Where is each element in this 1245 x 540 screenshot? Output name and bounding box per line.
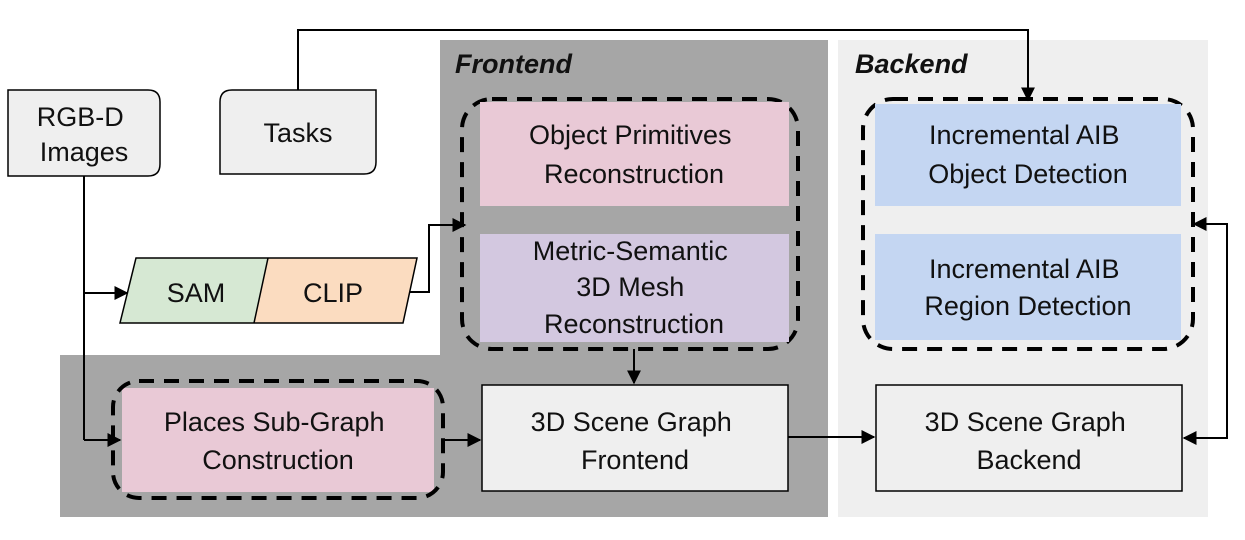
aib-object-detection-label: Incremental AIB Object Detection: [928, 120, 1128, 189]
aib-region-detection-label: Incremental AIB Region Detection: [924, 254, 1131, 321]
scene-graph-backend-node: [875, 384, 1183, 492]
aib-region-detection-node: [875, 234, 1181, 340]
frontend-section-title: Frontend: [455, 49, 572, 79]
metric-semantic-mesh-node: [480, 234, 789, 342]
object-primitives-label: Object Primitives Reconstruction: [529, 120, 739, 189]
edge-backend-loop: [1182, 217, 1228, 445]
sam-label: SAM: [167, 278, 226, 308]
rgbd-images-node: [7, 89, 161, 177]
tasks-node: [219, 89, 377, 175]
scene-graph-backend-label: 3D Scene Graph Backend: [925, 407, 1134, 475]
tasks-label: Tasks: [263, 118, 332, 148]
backend-section-title: Backend: [855, 49, 968, 79]
object-primitives-node: [480, 102, 789, 206]
scene-graph-frontend-label: 3D Scene Graph Frontend: [531, 407, 740, 475]
aib-object-detection-node: [875, 104, 1181, 206]
edge-tasks-to-backend: [297, 29, 1035, 102]
clip-node: [254, 258, 417, 323]
clip-label: CLIP: [303, 278, 363, 308]
places-subgraph-node: [122, 388, 434, 492]
edge-clip-to-frontend-group: [410, 218, 467, 293]
places-subgraph-label: Places Sub-Graph Construction: [164, 407, 392, 475]
metric-semantic-mesh-label: Metric-Semantic 3D Mesh Reconstruction: [533, 236, 736, 339]
scene-graph-frontend-node: [481, 384, 789, 492]
rgbd-images-label: RGB-D Images: [37, 102, 132, 167]
sam-node: [120, 258, 268, 323]
